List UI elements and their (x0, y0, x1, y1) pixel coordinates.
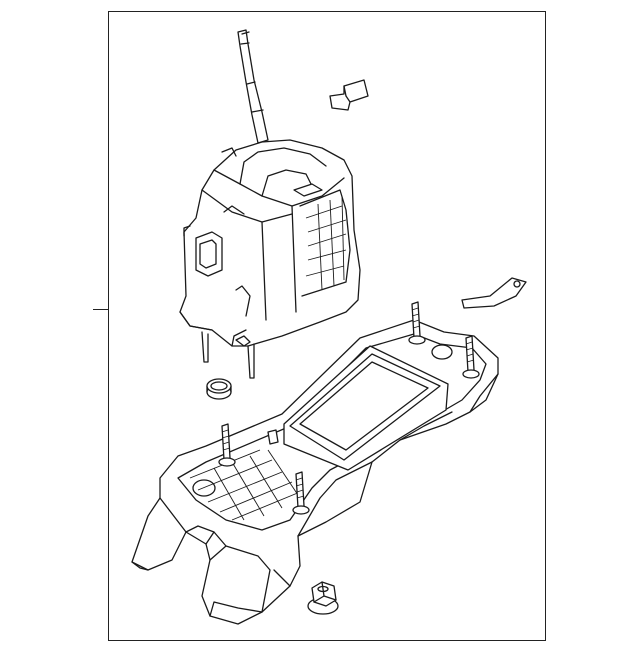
threaded-stud-bolt-4 (292, 471, 310, 515)
threaded-stud-bolt-3 (218, 423, 236, 467)
small-bracket-clip (329, 79, 369, 111)
hex-flange-nut (307, 581, 339, 615)
mounting-strap-bracket (461, 277, 527, 309)
threaded-stud-bolt-2 (462, 335, 480, 379)
shifter-lever-assembly (179, 29, 361, 379)
grommet-ring (206, 378, 232, 400)
diagram-frame (108, 11, 546, 641)
callout-leader-line (93, 309, 109, 310)
tray-clip (267, 429, 279, 445)
threaded-stud-bolt-1 (408, 301, 426, 345)
console-base-tray (131, 319, 499, 625)
